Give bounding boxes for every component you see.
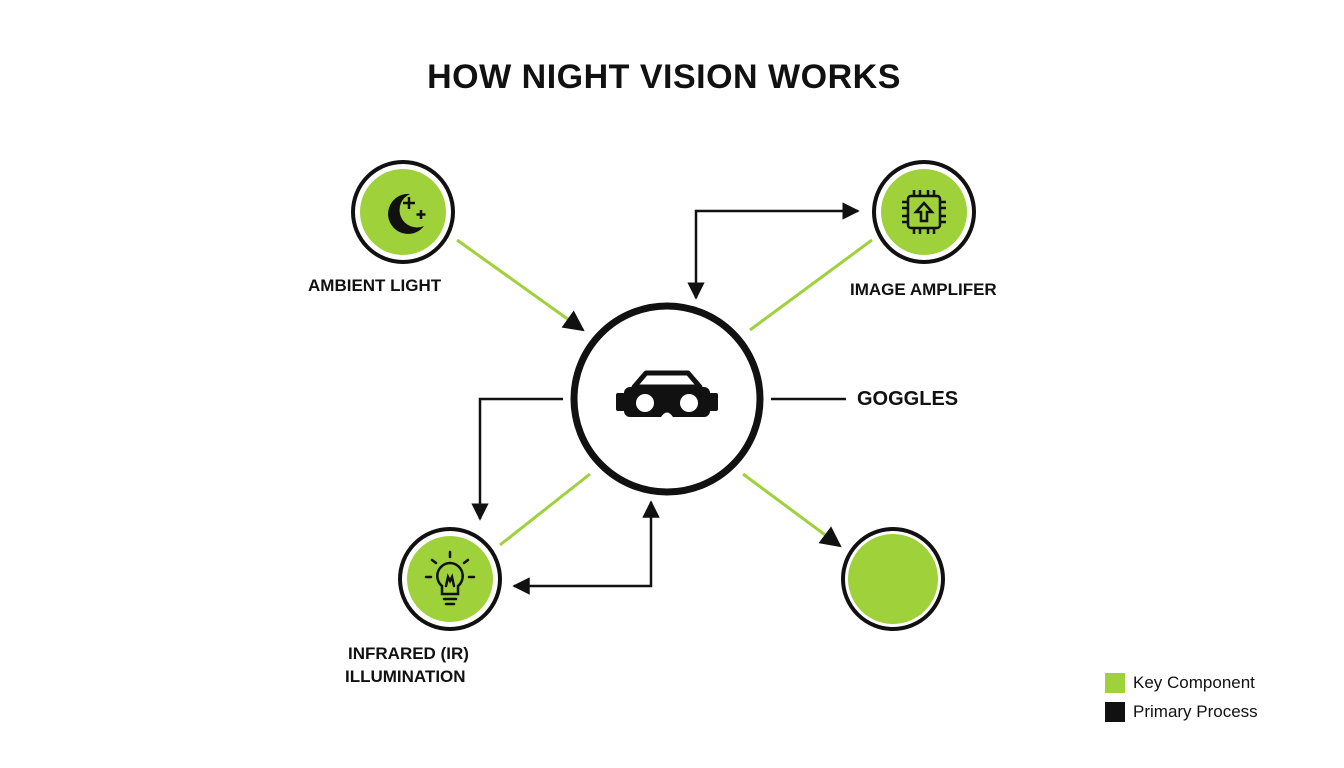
legend-label: Primary Process — [1133, 701, 1258, 721]
node-image-amplifier — [872, 160, 976, 264]
diagram-title: HOW NIGHT VISION WORKS — [427, 58, 901, 96]
node-goggles — [570, 302, 764, 496]
legend: Key Component Primary Process — [1105, 668, 1258, 726]
goggles-icon — [616, 370, 718, 417]
legend-item-primary-process: Primary Process — [1105, 697, 1258, 726]
legend-swatch-green — [1105, 672, 1125, 693]
node-ambient-light — [351, 160, 455, 264]
process-arrow-goggles-to-amplifier — [687, 202, 860, 300]
connector-ambient-to-goggles — [456, 238, 585, 332]
connector-goggles-to-infrared — [499, 472, 591, 547]
label-image-amplifier: IMAGE AMPLIFER — [850, 280, 997, 299]
chip-upload-icon — [902, 190, 946, 234]
connector-goggles-to-output — [742, 472, 842, 548]
legend-item-key-component: Key Component — [1105, 668, 1258, 697]
process-arrow-infrared-to-goggles — [512, 500, 660, 595]
legend-label: Key Component — [1133, 672, 1255, 692]
label-infrared-line2: ILLUMINATION — [345, 667, 466, 686]
node-infrared — [398, 527, 502, 631]
lightbulb-icon — [424, 550, 476, 606]
process-arrow-goggles-to-infrared — [471, 397, 563, 521]
label-ambient-light: AMBIENT LIGHT — [308, 276, 442, 295]
node-output — [841, 527, 945, 631]
label-infrared-line1: INFRARED (IR) — [348, 644, 469, 663]
label-goggles: GOGGLES — [857, 388, 959, 410]
legend-swatch-black — [1105, 701, 1125, 722]
moon-stars-icon — [388, 193, 426, 234]
